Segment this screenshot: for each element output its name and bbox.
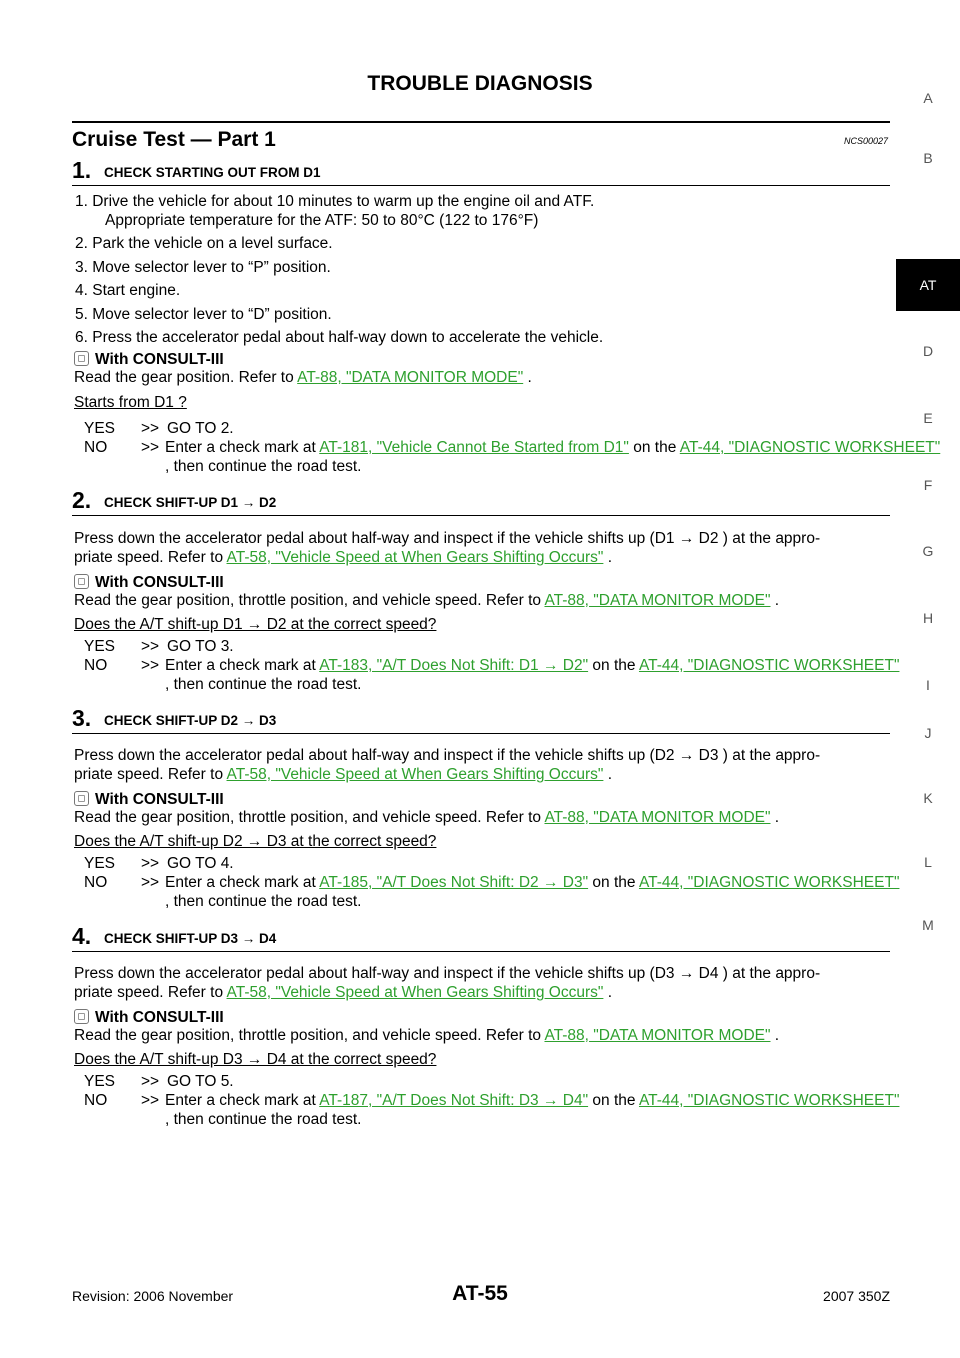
consult-label: With CONSULT-III xyxy=(74,572,224,594)
press-instruction: Press down the accelerator pedal about h… xyxy=(74,747,821,764)
vehicle-speed-link[interactable]: AT-58, "Vehicle Speed at When Gears Shif… xyxy=(226,984,604,1001)
no-answer: NO>>Enter a check mark at AT-181, "Vehic… xyxy=(84,439,941,456)
instruction-item: 5. Move selector lever to “D” position. xyxy=(75,306,332,323)
instruction-note: Appropriate temperature for the ATF: 50 … xyxy=(105,212,539,229)
press-instruction-cont: priate speed. Refer to AT-58, "Vehicle S… xyxy=(74,984,613,1001)
footer-model: 2007 350Z xyxy=(823,1288,890,1304)
no-answer: NO>>Enter a check mark at AT-187, "A/T D… xyxy=(84,1092,900,1109)
read-instruction: Read the gear position. Refer to AT-88, … xyxy=(74,369,532,386)
no-action-link[interactable]: AT-187, "A/T Does Not Shift: D3 → D4" xyxy=(319,1092,589,1109)
side-tab-e[interactable]: E xyxy=(923,410,933,426)
data-monitor-link[interactable]: AT-88, "DATA MONITOR MODE" xyxy=(544,592,771,609)
press-instruction: Press down the accelerator pedal about h… xyxy=(74,530,821,547)
side-tab-i[interactable]: I xyxy=(926,677,930,693)
continue-text: , then continue the road test. xyxy=(165,676,362,693)
yes-answer: YES>>GO TO 4. xyxy=(84,855,234,872)
side-tab-g[interactable]: G xyxy=(922,543,934,559)
section-title: Cruise Test — Part 1 xyxy=(72,128,276,151)
page-header-title: TROUBLE DIAGNOSIS xyxy=(367,72,593,95)
read-instruction: Read the gear position, throttle positio… xyxy=(74,1027,780,1044)
consult-icon xyxy=(74,351,89,366)
continue-text: , then continue the road test. xyxy=(165,1111,362,1128)
side-tab-m[interactable]: M xyxy=(922,917,934,933)
press-instruction: Press down the accelerator pedal about h… xyxy=(74,965,821,982)
data-monitor-link[interactable]: AT-88, "DATA MONITOR MODE" xyxy=(544,809,771,826)
yes-answer: YES>>GO TO 2. xyxy=(84,420,234,437)
no-action-link[interactable]: AT-185, "A/T Does Not Shift: D2 → D3" xyxy=(319,874,589,891)
side-tab-a[interactable]: A xyxy=(923,90,933,106)
no-action-link[interactable]: AT-183, "A/T Does Not Shift: D1 → D2" xyxy=(319,657,589,674)
step-title: CHECK SHIFT-UP D1 → D2 xyxy=(104,495,277,510)
step-number: 4. xyxy=(72,923,92,949)
yes-answer: YES>>GO TO 3. xyxy=(84,638,234,655)
no-action-link[interactable]: AT-181, "Vehicle Cannot Be Started from … xyxy=(319,439,629,456)
side-tab-l[interactable]: L xyxy=(924,854,932,870)
side-tab-k[interactable]: K xyxy=(923,790,933,806)
consult-label: With CONSULT-III xyxy=(74,349,224,371)
question: Does the A/T shift-up D1 → D2 at the cor… xyxy=(74,616,437,633)
side-tab-d[interactable]: D xyxy=(922,343,934,359)
no-answer: NO>>Enter a check mark at AT-183, "A/T D… xyxy=(84,657,900,674)
step-title: CHECK STARTING OUT FROM D1 xyxy=(104,165,321,180)
consult-label: With CONSULT-III xyxy=(74,1007,224,1029)
worksheet-link[interactable]: AT-44, "DIAGNOSTIC WORKSHEET" xyxy=(638,874,900,891)
step-3: 3. CHECK SHIFT-UP D2 → D3 xyxy=(72,705,890,734)
instruction-item: 4. Start engine. xyxy=(75,282,181,299)
question: Does the A/T shift-up D3 → D4 at the cor… xyxy=(74,1051,437,1068)
yes-answer: YES>>GO TO 5. xyxy=(84,1073,234,1090)
instruction-item: 3. Move selector lever to “P” position. xyxy=(75,259,331,276)
side-tab-j[interactable]: J xyxy=(924,725,932,741)
data-monitor-link[interactable]: AT-88, "DATA MONITOR MODE" xyxy=(544,1027,771,1044)
instruction-item: 1. Drive the vehicle for about 10 minute… xyxy=(75,193,595,210)
data-monitor-link[interactable]: AT-88, "DATA MONITOR MODE" xyxy=(297,369,524,386)
instruction-item: 2. Park the vehicle on a level surface. xyxy=(75,235,333,252)
press-instruction-cont: priate speed. Refer to AT-58, "Vehicle S… xyxy=(74,549,613,566)
step-number: 3. xyxy=(72,705,92,731)
header-rule xyxy=(72,121,890,123)
instruction-item: 6. Press the accelerator pedal about hal… xyxy=(75,329,604,346)
consult-icon xyxy=(74,791,89,806)
consult-icon xyxy=(74,1009,89,1024)
worksheet-link[interactable]: AT-44, "DIAGNOSTIC WORKSHEET" xyxy=(679,439,941,456)
no-answer: NO>>Enter a check mark at AT-185, "A/T D… xyxy=(84,874,900,891)
step-title: CHECK SHIFT-UP D3 → D4 xyxy=(104,931,277,946)
step-1: 1. CHECK STARTING OUT FROM D1 xyxy=(72,157,890,186)
question: Does the A/T shift-up D2 → D3 at the cor… xyxy=(74,833,437,850)
worksheet-link[interactable]: AT-44, "DIAGNOSTIC WORKSHEET" xyxy=(638,657,900,674)
section-code: NCS00027 xyxy=(843,136,888,146)
step-title: CHECK SHIFT-UP D2 → D3 xyxy=(104,713,277,728)
press-instruction-cont: priate speed. Refer to AT-58, "Vehicle S… xyxy=(74,766,613,783)
footer-page-number: AT-55 xyxy=(452,1282,508,1305)
side-tab-h[interactable]: H xyxy=(922,610,934,626)
worksheet-link[interactable]: AT-44, "DIAGNOSTIC WORKSHEET" xyxy=(638,1092,900,1109)
consult-icon xyxy=(74,574,89,589)
step-number: 1. xyxy=(72,157,92,183)
read-instruction: Read the gear position, throttle positio… xyxy=(74,809,780,826)
consult-label: With CONSULT-III xyxy=(74,789,224,811)
footer-revision: Revision: 2006 November xyxy=(72,1288,234,1304)
vehicle-speed-link[interactable]: AT-58, "Vehicle Speed at When Gears Shif… xyxy=(226,549,604,566)
step-4: 4. CHECK SHIFT-UP D3 → D4 xyxy=(72,923,890,952)
side-tab-f[interactable]: F xyxy=(923,477,933,493)
side-tab-at[interactable]: AT xyxy=(896,259,960,311)
side-tab-b[interactable]: B xyxy=(923,150,933,166)
vehicle-speed-link[interactable]: AT-58, "Vehicle Speed at When Gears Shif… xyxy=(226,766,604,783)
step-number: 2. xyxy=(72,487,92,513)
continue-text: , then continue the road test. xyxy=(165,458,362,475)
step-2: 2. CHECK SHIFT-UP D1 → D2 xyxy=(72,487,890,516)
question: Starts from D1 ? xyxy=(74,394,187,411)
continue-text: , then continue the road test. xyxy=(165,893,362,910)
read-instruction: Read the gear position, throttle positio… xyxy=(74,592,780,609)
